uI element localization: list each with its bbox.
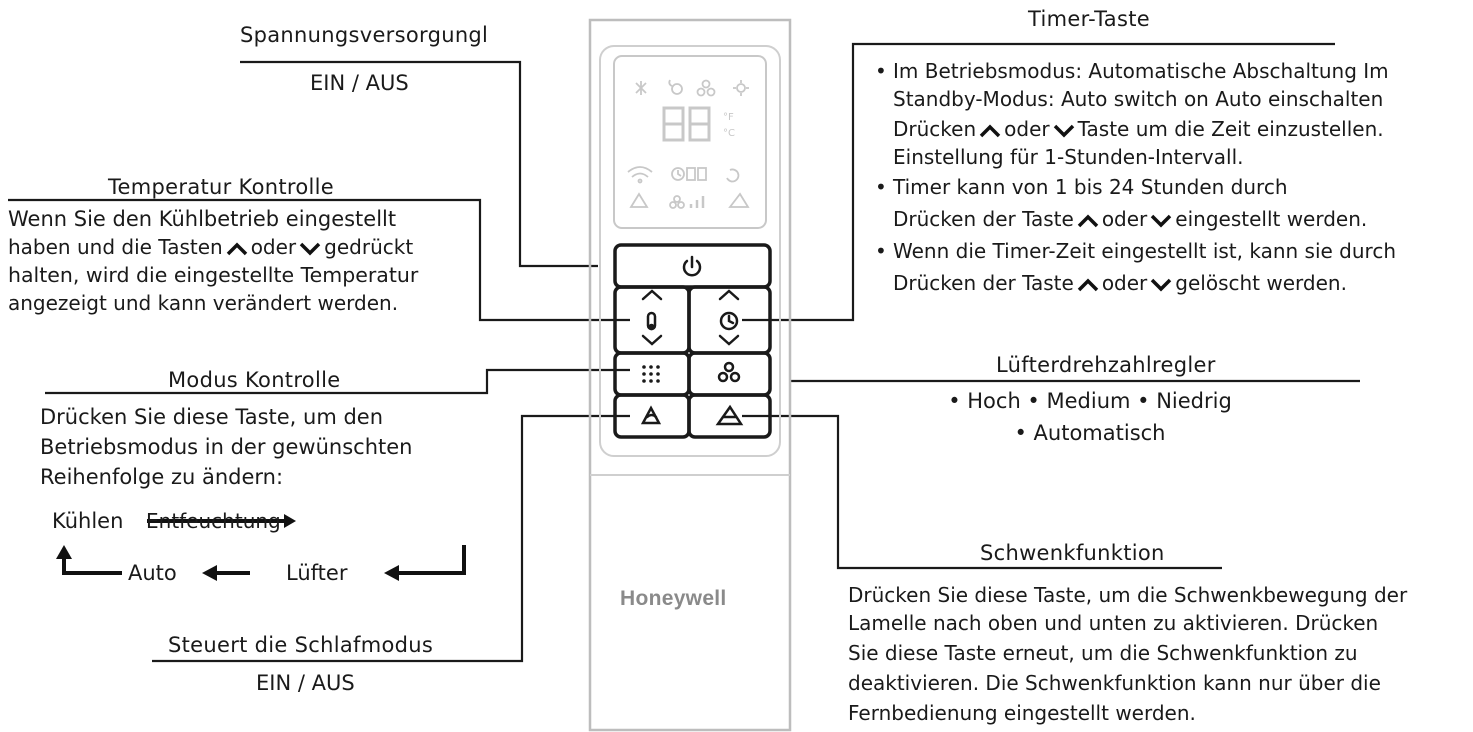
- temperature-line4: angezeigt und kann verändert werden.: [8, 291, 399, 315]
- swing-line2: Lamelle nach oben und unten zu aktiviere…: [848, 611, 1379, 635]
- sleep-leader: [152, 414, 630, 663]
- wifi-icon: [627, 166, 653, 184]
- cycle-arrow-cool: [62, 556, 122, 575]
- timer-b2-line1: Timer kann von 1 bis 24 Stunden durch: [875, 174, 1287, 200]
- timer-b3-line2a: Drücken der Taste: [893, 271, 1074, 295]
- sleep-text: EIN / AUS: [256, 671, 355, 695]
- timer-digits: [686, 167, 707, 181]
- timer-heading: Timer-Taste: [1028, 7, 1150, 31]
- timer-leader: [742, 42, 1335, 322]
- chevron-down-icon: [1150, 214, 1172, 228]
- mode-line1: Drücken Sie diese Taste, um den: [40, 405, 384, 429]
- power-icon: [682, 255, 702, 277]
- temperature-heading: Temperatur Kontrolle: [108, 175, 334, 199]
- mode-heading: Modus Kontrolle: [168, 368, 341, 392]
- timer-down-icon: [718, 334, 740, 346]
- temperature-down-icon: [641, 334, 663, 346]
- thermometer-icon: [646, 311, 657, 331]
- timer-b1-line1: Im Betriebsmodus: Automatische Abschaltu…: [875, 58, 1389, 84]
- chevron-down-icon: [299, 242, 321, 256]
- temperature-line3: halten, wird die eingestellte Temperatur: [8, 263, 419, 287]
- sun-icon: [733, 80, 749, 96]
- timer-b2-line2c: eingestellt werden.: [1175, 207, 1368, 231]
- mode-leader: [45, 368, 630, 395]
- fan-speed-line2: • Automatisch: [1014, 421, 1166, 445]
- brand-logo: Honeywell: [620, 587, 727, 610]
- timer-b1-line3: Drücken oder Taste um die Zeit einzustelle…: [893, 116, 1384, 142]
- power-leader: [240, 60, 598, 268]
- signal-icon: [689, 196, 705, 208]
- timer-b1-line3b: oder: [1004, 117, 1050, 141]
- display-digits: [662, 106, 711, 142]
- unit-fahrenheit: °F: [723, 112, 734, 123]
- timer-up-icon: [718, 289, 740, 301]
- swing-display-icon: [728, 192, 750, 208]
- temperature-line1: Wenn Sie den Kühlbetrieb eingestellt: [8, 207, 397, 231]
- chevron-up-icon: [226, 242, 248, 256]
- timer-b2-line2: Drücken der Taste oder eingestellt werden.: [893, 206, 1367, 232]
- fan-speed-line1: • Hoch • Medium • Niedrig: [948, 389, 1232, 413]
- sleep-icon: [640, 405, 662, 425]
- temperature-line2c: gedrückt: [324, 235, 414, 259]
- remote-body: [588, 18, 792, 732]
- cycle-dehum-label: Entfeuchtung: [146, 509, 281, 533]
- swing-button: [687, 393, 772, 439]
- timer-b1-line3a: Drücken: [893, 117, 977, 141]
- temperature-up-icon: [641, 289, 663, 301]
- timer-b2-line2a: Drücken der Taste: [893, 207, 1074, 231]
- timer-b3-line2: Drücken der Taste oder gelöscht werden.: [893, 270, 1347, 296]
- snowflake-icon: [635, 81, 647, 95]
- power-text: EIN / AUS: [310, 71, 409, 95]
- fan-icon: [717, 361, 741, 383]
- chevron-up-icon: [1077, 278, 1099, 292]
- swing-line3: Sie diese Taste erneut, um die Schwenkfu…: [848, 641, 1358, 665]
- mode-dots-icon: [642, 365, 660, 383]
- mode-line3: Reihenfolge zu ändern:: [40, 465, 284, 489]
- swing-icon: [715, 404, 744, 426]
- clock-icon: [719, 311, 739, 331]
- timer-b3-line1: Wenn die Timer-Zeit eingestellt ist, kan…: [875, 238, 1396, 264]
- unit-celsius: °C: [723, 128, 735, 139]
- sleep-heading: Steuert die Schlafmodus: [168, 633, 434, 657]
- fan-small-icon: [696, 79, 716, 97]
- temperature-line2: haben und die Tasten oder gedrückt: [8, 234, 413, 260]
- timer-b2-line2b: oder: [1101, 207, 1148, 231]
- clock-display-icon: [671, 167, 685, 181]
- fan-button: [687, 351, 772, 397]
- temperature-leader: [8, 198, 630, 322]
- swing-line5: Fernbedienung eingestellt werden.: [848, 701, 1196, 725]
- chevron-up-icon: [979, 124, 1001, 138]
- swing-line1: Drücken Sie diese Taste, um die Schwenkb…: [848, 583, 1408, 607]
- chevron-down-icon: [1150, 278, 1172, 292]
- timer-b1-line2: Standby-Modus: Auto switch on Auto einsc…: [893, 87, 1384, 111]
- cycle-arrow-fan: [398, 545, 466, 575]
- chevron-down-icon: [1053, 124, 1075, 138]
- cycle-cool-label: Kühlen: [52, 509, 124, 533]
- swing-heading: Schwenkfunktion: [980, 541, 1165, 565]
- timer-b3-line2c: gelöscht werden.: [1175, 271, 1347, 295]
- timer-b3-line2b: oder: [1101, 271, 1148, 295]
- timer-b1-line4: Einstellung für 1-Stunden-Intervall.: [893, 145, 1244, 169]
- swing-line4: deaktivieren. Die Schwenkfunktion kann n…: [848, 671, 1381, 695]
- temperature-line2a: haben und die Tasten: [8, 235, 223, 259]
- timer-b1-line3c: Taste um die Zeit einzustellen.: [1077, 117, 1384, 141]
- temperature-line2b: oder: [250, 235, 297, 259]
- power-heading: Spannungsversorgungl: [240, 23, 489, 47]
- chevron-up-icon: [1077, 214, 1099, 228]
- fan-speed-heading: Lüfterdrehzahlregler: [996, 353, 1216, 377]
- cycle-fan-label: Lüfter: [286, 561, 348, 585]
- refresh-icon: [726, 168, 740, 183]
- cycle-auto-label: Auto: [128, 561, 177, 585]
- drop-icon: [668, 79, 683, 95]
- sleep-display-icon: [629, 192, 649, 208]
- fan-speed-display-icon: [669, 195, 685, 209]
- mode-line2: Betriebsmodus in der gewünschten: [40, 435, 413, 459]
